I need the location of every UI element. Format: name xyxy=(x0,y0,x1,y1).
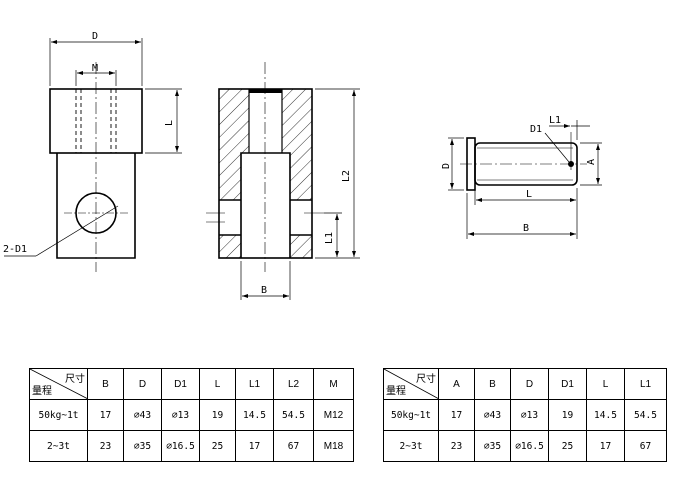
column-header: D1 xyxy=(548,368,587,400)
front-thread-hidden xyxy=(75,89,117,153)
table-cell: 54.5 xyxy=(624,399,667,431)
table-cell: 25 xyxy=(548,430,587,462)
table-corner-cell: 尺寸 量程 xyxy=(383,368,439,400)
table-cell: 19 xyxy=(548,399,587,431)
pin-shaft-label: A xyxy=(586,159,597,165)
table-cell: 19 xyxy=(199,399,236,431)
table-cell: ⌀13 xyxy=(510,399,549,431)
range-cell: 2~3t xyxy=(383,430,439,462)
column-header: L1 xyxy=(624,368,667,400)
table-cell: 25 xyxy=(199,430,236,462)
section-offset-label: L1 xyxy=(324,232,335,244)
table-header-row: 尺寸 量程 B D D1 L L1 L2 M xyxy=(29,368,354,400)
corner-top-label: 尺寸 xyxy=(416,374,436,385)
column-header: L xyxy=(586,368,625,400)
table-cell: ⌀35 xyxy=(123,430,162,462)
table-row: 50kg~1t 17 ⌀43 ⌀13 19 14.5 54.5 xyxy=(383,399,667,431)
range-cell: 50kg~1t xyxy=(383,399,439,431)
table-cell: 23 xyxy=(438,430,475,462)
pin-total-label: B xyxy=(523,223,529,234)
spec-table-2: 尺寸 量程 A B D D1 L L1 50kg~1t 17 ⌀43 ⌀13 1… xyxy=(383,368,667,462)
column-header: B xyxy=(87,368,124,400)
table-row: 50kg~1t 17 ⌀43 ⌀13 19 14.5 54.5 M12 xyxy=(29,399,354,431)
pin-hole-pos-label: L1 xyxy=(549,115,561,126)
table-cell: 14.5 xyxy=(235,399,274,431)
column-header: D xyxy=(510,368,549,400)
table-cell: ⌀16.5 xyxy=(161,430,200,462)
spec-table-1: 尺寸 量程 B D D1 L L1 L2 M 50kg~1t 17 ⌀43 ⌀1… xyxy=(29,368,354,462)
front-width-label: D xyxy=(92,31,98,42)
section-total-label: L2 xyxy=(341,170,352,182)
table-cell: ⌀13 xyxy=(161,399,200,431)
table-cell: ⌀16.5 xyxy=(510,430,549,462)
technical-drawing: D M L 2-D1 xyxy=(3,31,602,300)
table-header-row: 尺寸 量程 A B D D1 L L1 xyxy=(383,368,667,400)
front-slot-label: M xyxy=(92,63,98,74)
table-cell: 17 xyxy=(586,430,625,462)
table-cell: 67 xyxy=(624,430,667,462)
table-row: 2~3t 23 ⌀35 ⌀16.5 25 17 67 xyxy=(383,430,667,462)
column-header: A xyxy=(438,368,475,400)
table-cell: M18 xyxy=(313,430,354,462)
table-cell: 17 xyxy=(438,399,475,431)
table-cell: 14.5 xyxy=(586,399,625,431)
table-cell: 17 xyxy=(87,399,124,431)
column-header: M xyxy=(313,368,354,400)
table-cell: 54.5 xyxy=(273,399,314,431)
corner-top-label: 尺寸 xyxy=(65,374,85,385)
column-header: L xyxy=(199,368,236,400)
table-corner-cell: 尺寸 量程 xyxy=(29,368,88,400)
column-header: L1 xyxy=(235,368,274,400)
pin-length-label: L xyxy=(526,189,532,200)
corner-bottom-label: 量程 xyxy=(386,386,406,397)
range-cell: 2~3t xyxy=(29,430,88,462)
table-cell: 23 xyxy=(87,430,124,462)
table-cell: 17 xyxy=(235,430,274,462)
pin-hole-dia-label: D1 xyxy=(530,124,542,135)
front-hole-label: 2-D1 xyxy=(3,244,27,255)
table-cell: 67 xyxy=(273,430,314,462)
section-width-label: B xyxy=(261,285,267,296)
column-header: L2 xyxy=(273,368,314,400)
column-header: D1 xyxy=(161,368,200,400)
table-cell: ⌀35 xyxy=(474,430,511,462)
table-cell: M12 xyxy=(313,399,354,431)
front-height-label: L xyxy=(164,120,175,126)
pin-head-dia-label: D xyxy=(441,163,452,169)
front-view: D M L 2-D1 xyxy=(3,31,182,272)
range-cell: 50kg~1t xyxy=(29,399,88,431)
table-cell: ⌀43 xyxy=(474,399,511,431)
pin-view: D1 L1 D A L B xyxy=(441,115,602,239)
corner-bottom-label: 量程 xyxy=(32,386,52,397)
column-header: D xyxy=(123,368,162,400)
table-row: 2~3t 23 ⌀35 ⌀16.5 25 17 67 M18 xyxy=(29,430,354,462)
table-cell: ⌀43 xyxy=(123,399,162,431)
section-view: L2 L1 B xyxy=(206,62,360,300)
column-header: B xyxy=(474,368,511,400)
